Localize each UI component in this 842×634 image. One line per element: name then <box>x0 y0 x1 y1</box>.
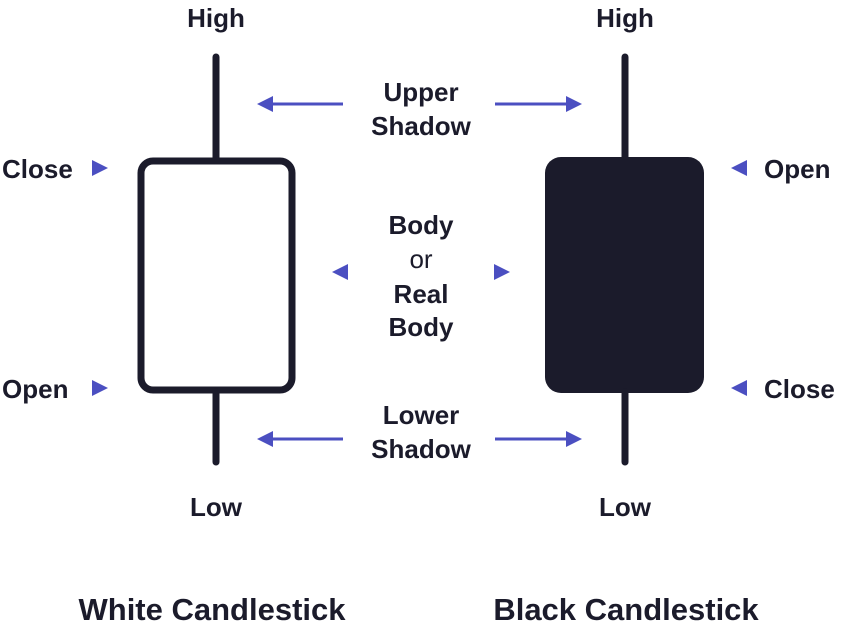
white-low-label: Low <box>190 492 242 522</box>
lower-shadow-label-line1: Lower <box>382 400 460 430</box>
body-label-line3: Real <box>393 279 449 309</box>
white-candlestick-caption: White Candlestick <box>78 592 346 627</box>
lower-shadow-label-line2: Shadow <box>371 434 471 464</box>
black-high-label: High <box>596 3 654 33</box>
body-right-pointer-icon <box>494 264 510 280</box>
upper-shadow-left-arrow-icon <box>257 96 343 112</box>
body-left-pointer-icon <box>332 264 348 280</box>
upper-shadow-right-arrow-icon <box>495 96 582 112</box>
white-open-label: Open <box>2 374 69 404</box>
upper-shadow-label-line1: Upper <box>383 77 459 107</box>
white-close-pointer-icon <box>92 160 108 176</box>
white-open-pointer-icon <box>92 380 108 396</box>
black-open-pointer-icon <box>731 160 747 176</box>
body-label-line1: Body <box>388 210 454 240</box>
black-close-pointer-icon <box>731 380 747 396</box>
black-candlestick-caption: Black Candlestick <box>493 592 759 627</box>
white-close-label: Close <box>2 154 73 184</box>
body-label-line4: Body <box>388 312 454 342</box>
body-label-or: or <box>409 244 433 274</box>
black-candle-body <box>545 157 704 393</box>
white-high-label: High <box>187 3 245 33</box>
lower-shadow-left-arrow-icon <box>257 431 343 447</box>
lower-shadow-right-arrow-icon <box>495 431 582 447</box>
upper-shadow-label-line2: Shadow <box>371 111 471 141</box>
white-candle-body <box>137 157 296 394</box>
black-low-label: Low <box>599 492 651 522</box>
black-close-label: Close <box>764 374 835 404</box>
black-open-label: Open <box>764 154 831 184</box>
